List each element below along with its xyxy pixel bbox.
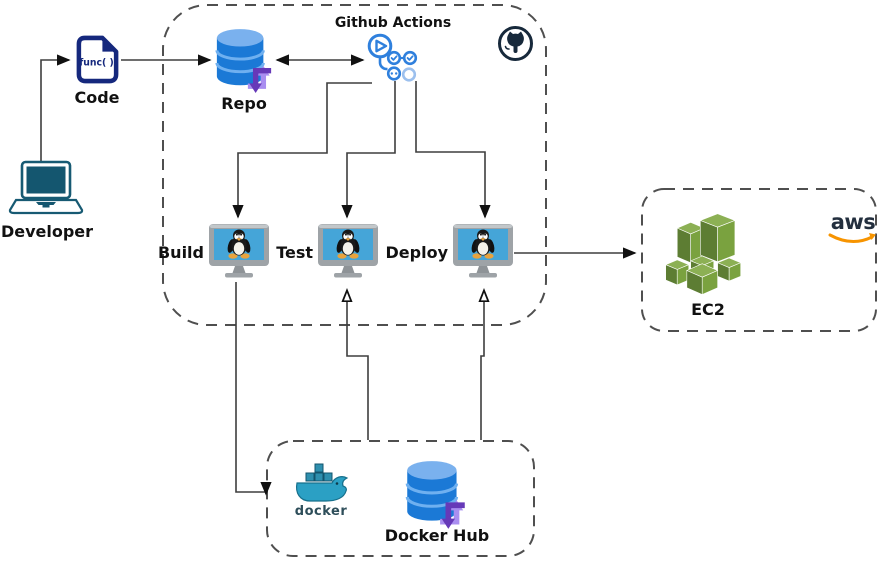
developer-node [6, 160, 84, 220]
edge-actions-to-test [341, 81, 396, 219]
code-node: func( ) [73, 35, 122, 84]
code-label: Code [74, 88, 120, 107]
test-node [317, 223, 379, 281]
aws-logo-node: aws [826, 208, 880, 250]
code-file-icon: func( ) [76, 35, 119, 84]
test-label: Test [276, 243, 313, 262]
edge-actions-to-build [232, 82, 372, 219]
edge-build-to-dockerhub [235, 282, 272, 496]
aws-logo-icon: aws [828, 210, 876, 243]
github-actions-node [363, 30, 421, 84]
github-actions-icon [367, 33, 418, 82]
laptop-icon [8, 160, 84, 215]
build-node [208, 223, 270, 281]
edge-developer-to-code [40, 54, 71, 162]
docker-logo-node: docker [288, 461, 354, 519]
edge-actions-to-deploy [415, 81, 491, 219]
deploy-label: Deploy [385, 243, 449, 262]
deploy-node [452, 223, 514, 281]
sync-arrows-icon [440, 500, 465, 529]
edge-dockerhub-to-deploy [481, 291, 484, 440]
docker-box-border [266, 440, 535, 557]
github-logo-node [497, 25, 534, 62]
build-monitor-icon [209, 224, 269, 278]
docker-hub-node [403, 458, 469, 534]
docker-logo-text: docker [295, 504, 348, 519]
deploy-monitor-icon [453, 224, 513, 278]
repo-node [213, 26, 275, 98]
ec2-node [658, 207, 758, 307]
test-monitor-icon [318, 224, 378, 278]
octocat-icon [498, 26, 533, 61]
build-label: Build [157, 243, 204, 262]
docker-whale-icon: docker [295, 463, 349, 519]
repo-label: Repo [221, 94, 267, 113]
sync-arrows-icon [247, 65, 272, 93]
code-icon-text: func( ) [79, 57, 114, 68]
github-actions-label: Github Actions [334, 15, 452, 31]
repo-database-icon [215, 29, 272, 93]
ec2-icon [664, 213, 742, 295]
edge-dockerhub-to-test [347, 291, 369, 440]
docker-hub-label: Docker Hub [384, 526, 490, 545]
developer-label: Developer [0, 222, 94, 241]
docker-hub-database-icon [405, 461, 465, 529]
github-box-border [162, 4, 547, 326]
aws-box-border [641, 188, 877, 332]
ec2-label: EC2 [691, 300, 725, 319]
aws-logo-text: aws [831, 210, 876, 234]
